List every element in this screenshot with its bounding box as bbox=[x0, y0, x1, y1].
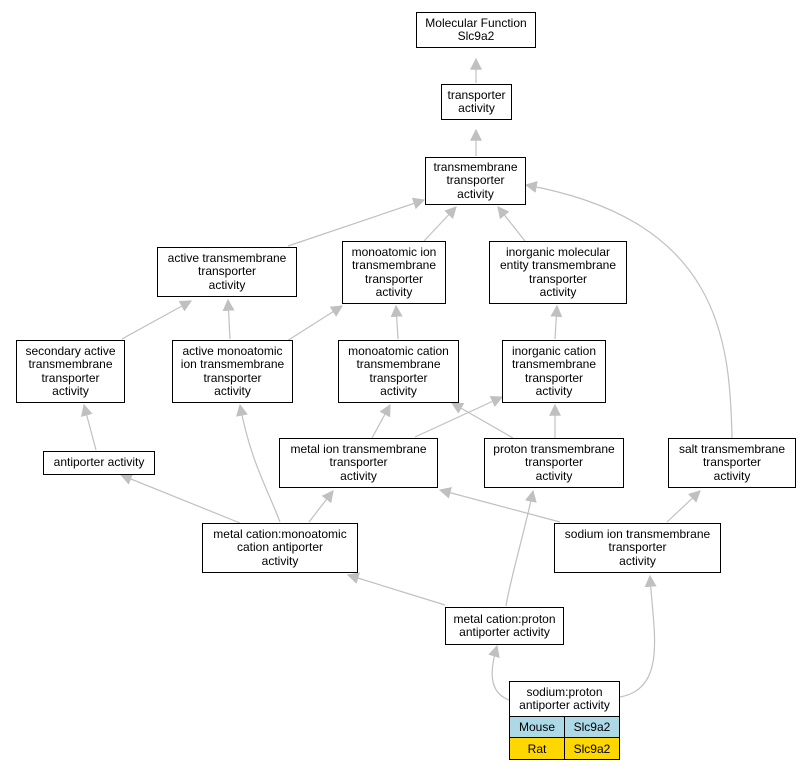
node-label: active transmembrane transporter activit… bbox=[167, 250, 287, 292]
node-label: transporter activity bbox=[447, 87, 506, 115]
node-inorganic-molecular-entity-transporter[interactable]: inorganic molecular entity transmembrane… bbox=[489, 241, 627, 304]
node-label: sodium ion transmembrane transporter act… bbox=[564, 526, 711, 568]
edge-sodproton-sodiumion bbox=[619, 574, 657, 698]
edge-inorgmol-tmt bbox=[497, 206, 526, 242]
node-label: salt transmembrane transporter activity bbox=[678, 441, 786, 483]
edge-monocation-monoion bbox=[390, 304, 403, 340]
ortholog-mouse-gene: Slc9a2 bbox=[564, 716, 620, 738]
node-label: metal cation:monoatomic cation antiporte… bbox=[213, 526, 347, 568]
node-antiporter-activity[interactable]: antiporter activity bbox=[43, 451, 155, 475]
edge-activetmt-tmt bbox=[287, 197, 426, 247]
edge-sodiumion-metalion bbox=[438, 486, 561, 523]
edge-mcp-proton bbox=[505, 489, 537, 607]
ortholog-rat-species: Rat bbox=[509, 737, 565, 760]
node-label: Molecular Function Slc9a2 bbox=[425, 15, 527, 43]
node-salt-transporter[interactable]: salt transmembrane transporter activity bbox=[668, 438, 796, 488]
edge-mcp-mcm bbox=[346, 572, 446, 606]
node-label: inorganic molecular entity transmembrane… bbox=[499, 244, 617, 299]
edge-sodiumion-salt bbox=[666, 490, 701, 523]
edge-metalion-inorgcation bbox=[414, 396, 504, 438]
node-inorganic-cation-transporter[interactable]: inorganic cation transmembrane transport… bbox=[502, 340, 606, 403]
edge-inorgcation-inorgmol bbox=[550, 304, 563, 340]
node-label: secondary active transmembrane transport… bbox=[25, 343, 116, 398]
edge-mcm-activemono bbox=[236, 403, 281, 523]
edge-sodproton-mcp bbox=[488, 644, 510, 701]
node-active-transmembrane-transporter[interactable]: active transmembrane transporter activit… bbox=[157, 247, 297, 297]
edge-proton-monocation bbox=[450, 402, 514, 439]
node-monoatomic-cation-transporter[interactable]: monoatomic cation transmembrane transpor… bbox=[338, 340, 459, 403]
edge-mcm-antiporter bbox=[119, 473, 241, 524]
node-molecular-function[interactable]: Molecular Function Slc9a2 bbox=[416, 12, 536, 48]
node-metal-cation-proton-antiporter[interactable]: metal cation:proton antiporter activity bbox=[445, 607, 564, 645]
node-label: inorganic cation transmembrane transport… bbox=[511, 343, 597, 398]
node-label: metal ion transmembrane transporter acti… bbox=[290, 441, 427, 483]
edge-antiporter-secondary bbox=[80, 403, 97, 451]
edge-mcm-metalion bbox=[308, 490, 334, 523]
node-metal-cation-monoatomic-antiporter[interactable]: metal cation:monoatomic cation antiporte… bbox=[202, 523, 358, 573]
ortholog-mouse-species: Mouse bbox=[509, 716, 565, 738]
node-sodium-ion-transporter[interactable]: sodium ion transmembrane transporter act… bbox=[554, 523, 721, 573]
node-label: monoatomic ion transmembrane transporter… bbox=[351, 244, 437, 299]
edge-salt-tmt bbox=[524, 181, 733, 439]
node-monoatomic-ion-transmembrane-transporter[interactable]: monoatomic ion transmembrane transporter… bbox=[342, 241, 446, 304]
node-proton-transporter[interactable]: proton transmembrane transporter activit… bbox=[484, 438, 624, 488]
edge-activemono-activetmt bbox=[222, 298, 235, 340]
node-transporter-activity[interactable]: transporter activity bbox=[441, 84, 512, 120]
node-active-monoatomic-ion-transporter[interactable]: active monoatomic ion transmembrane tran… bbox=[172, 340, 293, 403]
node-label: metal cation:proton antiporter activity bbox=[453, 611, 556, 639]
edge-activemono-monoion bbox=[286, 305, 344, 342]
node-label: proton transmembrane transporter activit… bbox=[493, 441, 615, 483]
node-label: antiporter activity bbox=[53, 455, 145, 470]
node-sodium-proton-antiporter[interactable]: sodium:proton antiporter activity Mouse … bbox=[509, 681, 620, 761]
edge-metalion-monocation bbox=[371, 403, 391, 439]
node-label: sodium:proton antiporter activity bbox=[519, 684, 610, 712]
node-label: transmembrane transporter activity bbox=[433, 159, 518, 201]
node-transmembrane-transporter[interactable]: transmembrane transporter activity bbox=[425, 157, 526, 205]
node-secondary-active-transporter[interactable]: secondary active transmembrane transport… bbox=[16, 340, 125, 403]
edge-secondary-activetmt bbox=[121, 300, 193, 340]
edge-monoion-tmt bbox=[423, 206, 457, 242]
node-label: monoatomic cation transmembrane transpor… bbox=[348, 343, 449, 398]
node-label: active monoatomic ion transmembrane tran… bbox=[180, 343, 285, 398]
node-metal-ion-transporter[interactable]: metal ion transmembrane transporter acti… bbox=[279, 438, 438, 488]
node-sodium-proton-header: sodium:proton antiporter activity bbox=[509, 681, 620, 717]
ortholog-rat-gene: Slc9a2 bbox=[564, 737, 620, 760]
